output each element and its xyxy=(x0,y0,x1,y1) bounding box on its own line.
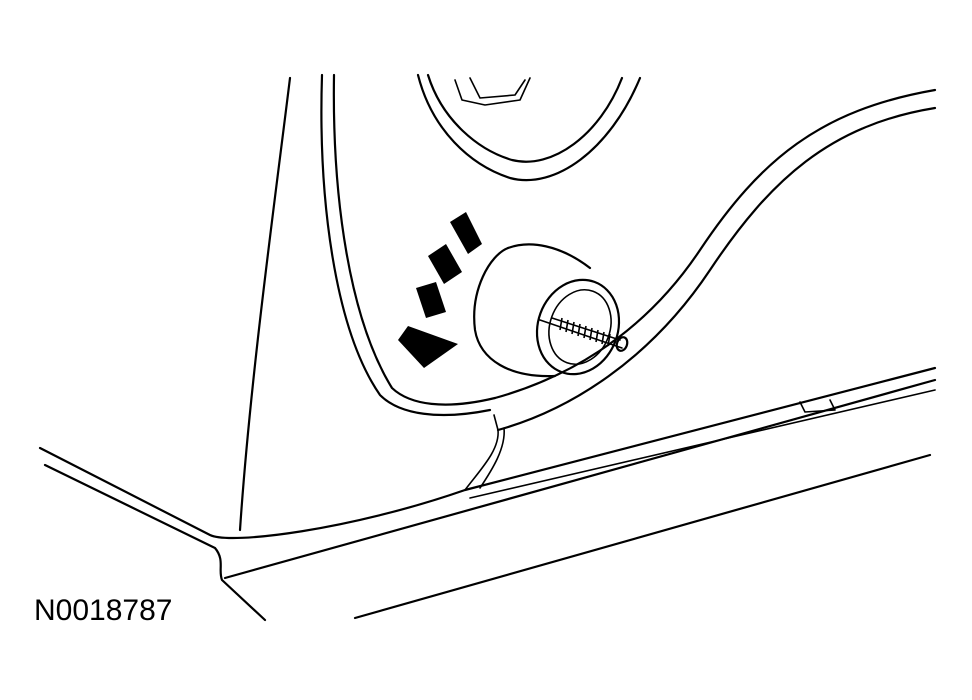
door-seal-flange xyxy=(493,88,937,432)
figure-id-label: N0018787 xyxy=(34,594,173,627)
sill-trim-panel xyxy=(38,366,937,622)
pillar-trim-panel xyxy=(238,73,497,532)
curved-rotation-arrow-icon xyxy=(398,212,482,368)
upper-trim-opening xyxy=(416,73,642,182)
trim-cover-grommet xyxy=(473,243,621,378)
stud-bolt-icon xyxy=(539,317,629,352)
